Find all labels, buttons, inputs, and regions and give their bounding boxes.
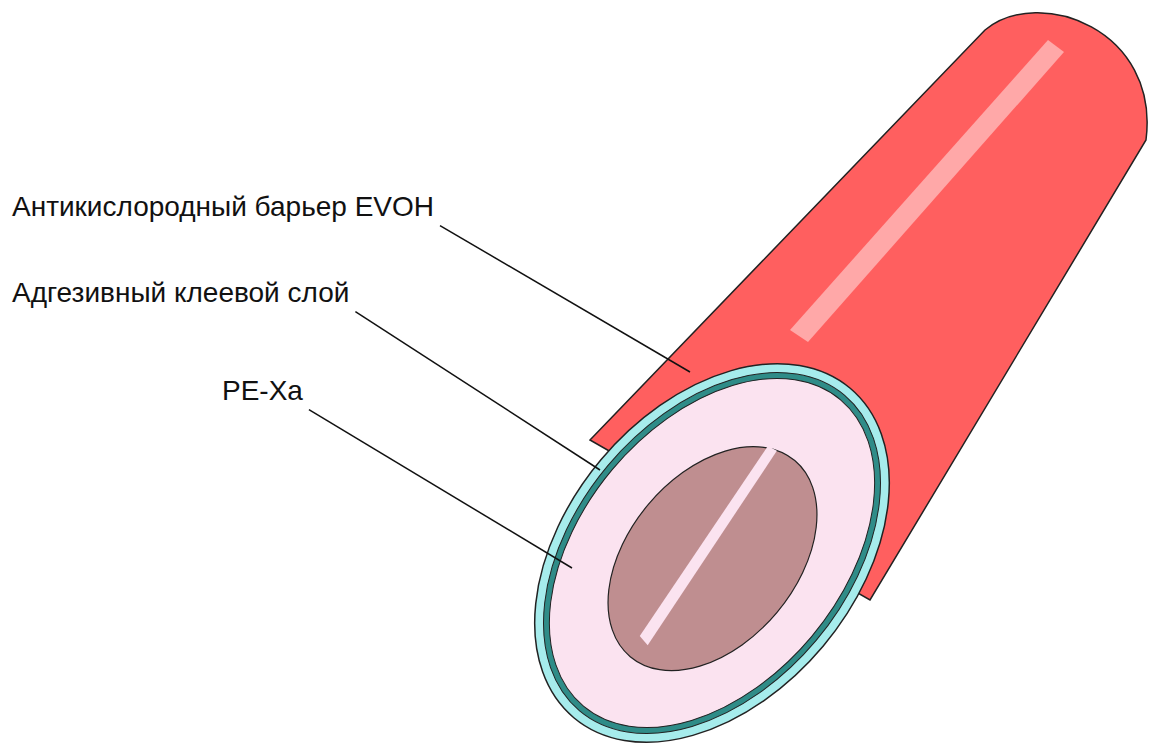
- pipe-highlight: [790, 40, 1064, 342]
- bore-highlight: [620, 444, 797, 645]
- leader-line: [309, 410, 572, 568]
- layer-label: Адгезивный клеевой слой: [12, 276, 349, 310]
- pexa-layer: [484, 316, 940, 744]
- layer-label: PE-Xa: [222, 374, 303, 408]
- pipe-end: [463, 295, 962, 744]
- leader-line: [355, 312, 600, 470]
- leader-line: [440, 226, 690, 372]
- adhesive-layer: [475, 308, 948, 744]
- pipe-bore: [566, 407, 859, 711]
- layer-label: Антикислородный барьер EVOH: [12, 190, 434, 224]
- evoh-layer: [463, 295, 962, 744]
